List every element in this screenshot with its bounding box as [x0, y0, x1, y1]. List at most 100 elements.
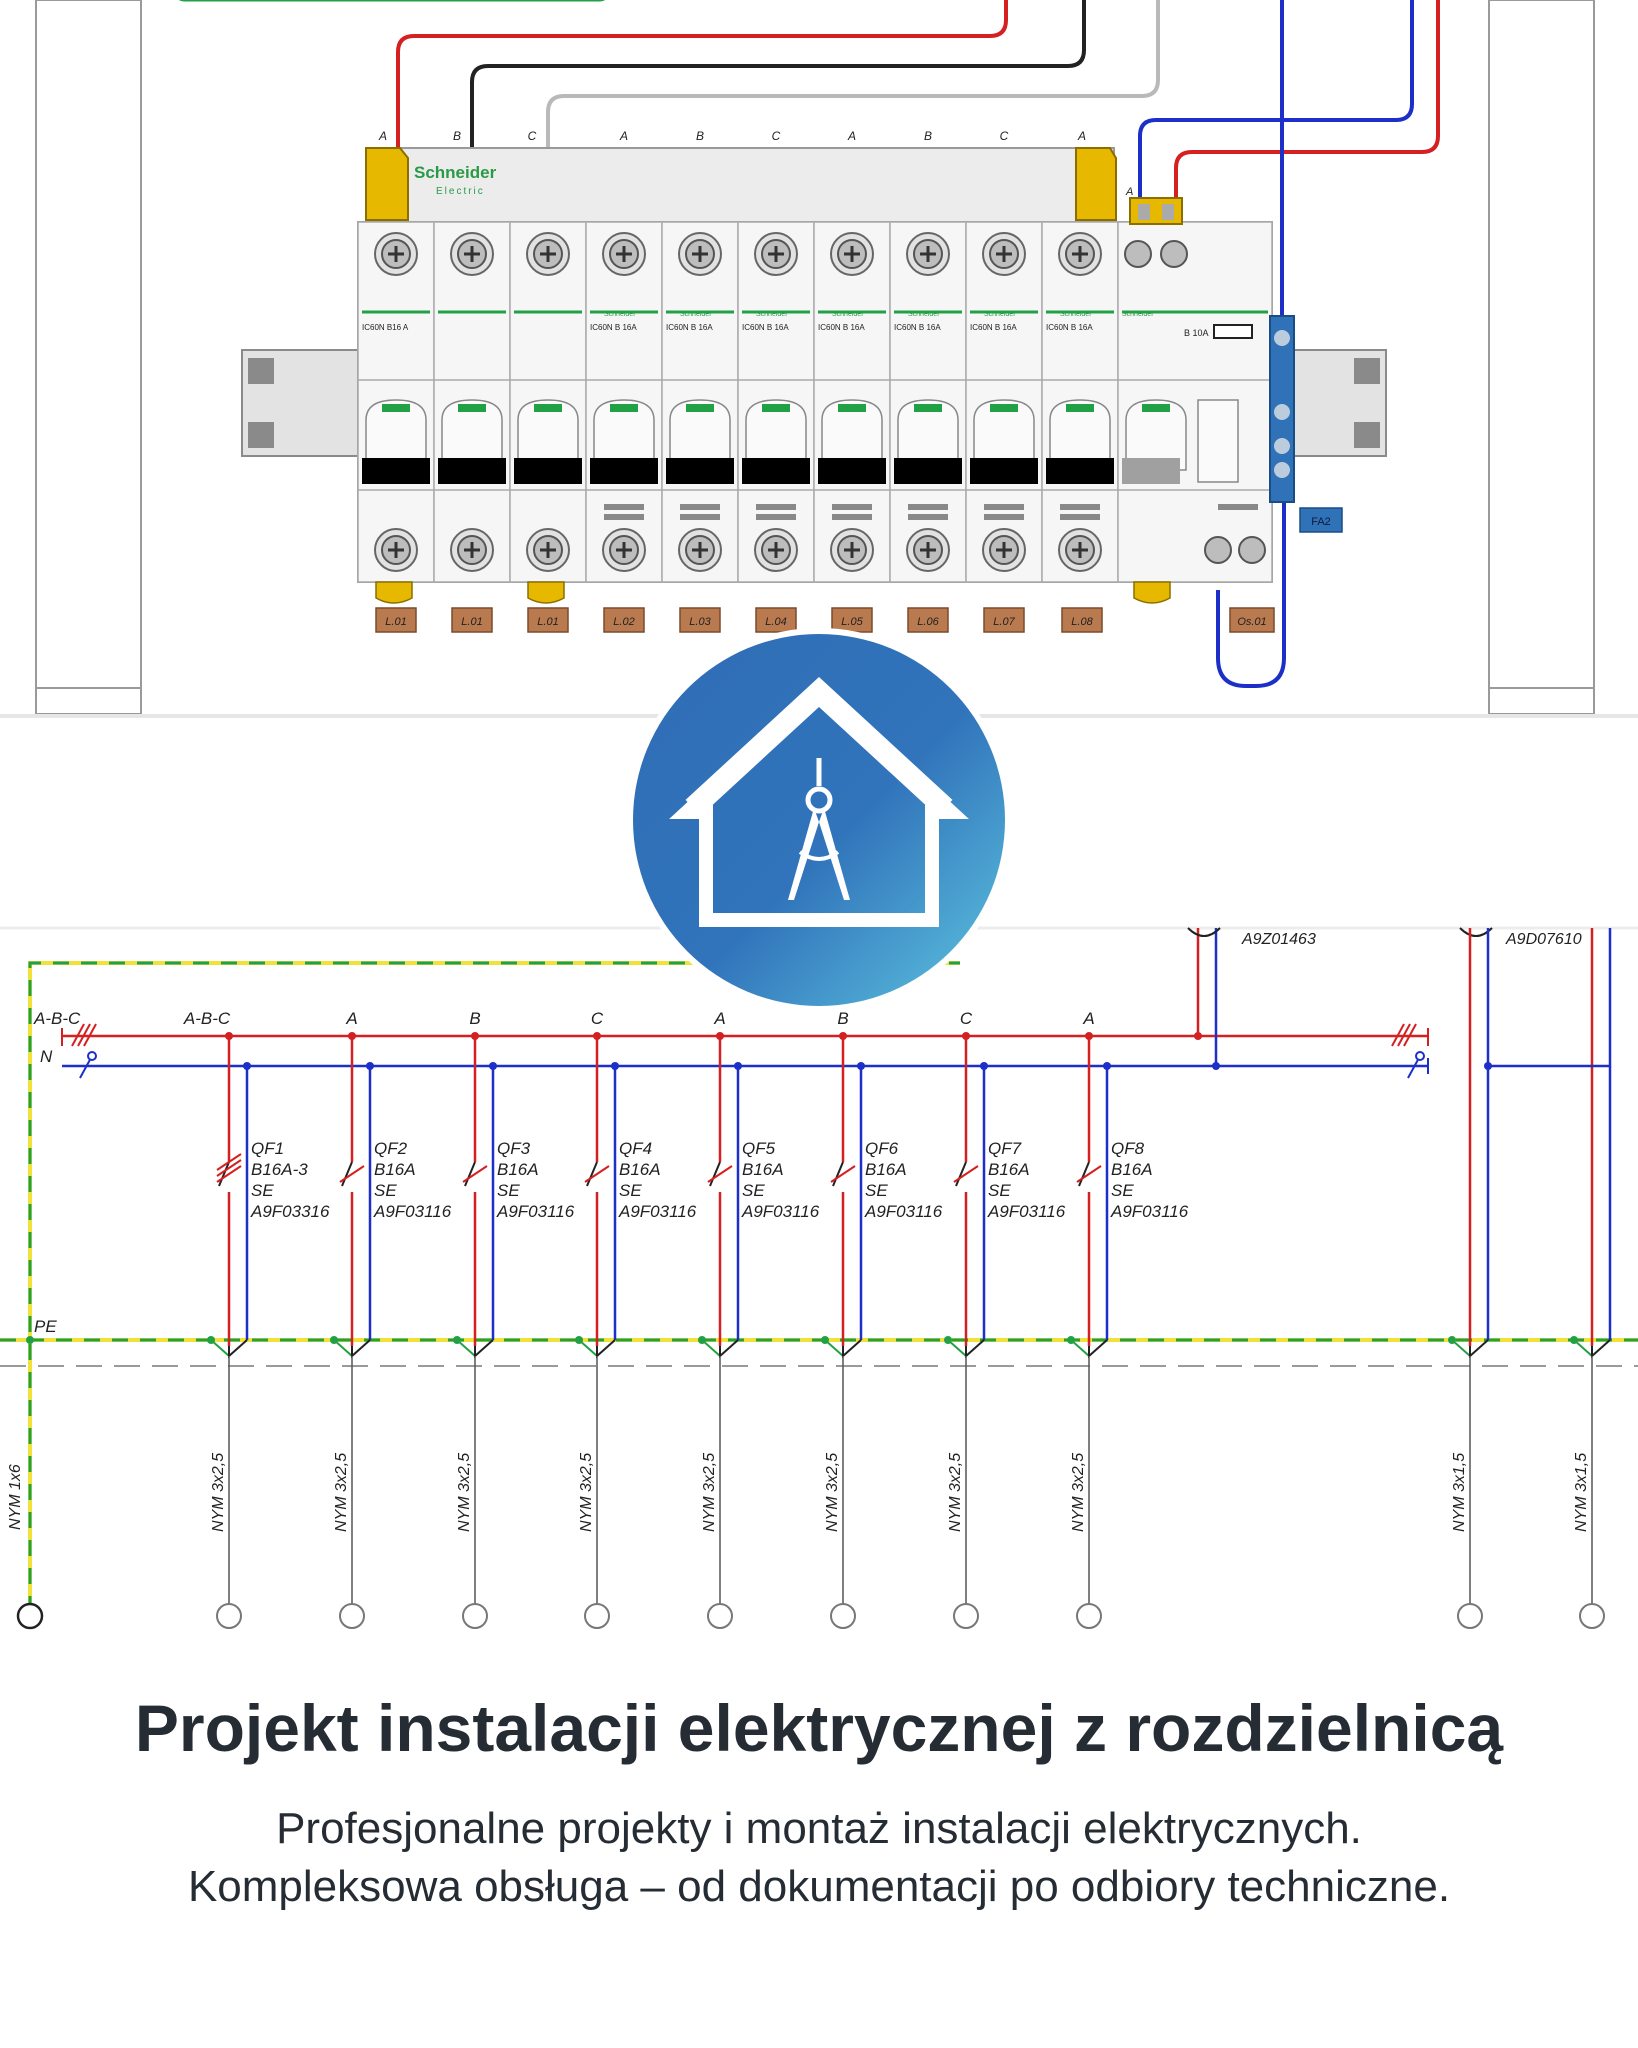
phase-letter-top: C	[772, 129, 781, 143]
svg-text:Schneider: Schneider	[908, 311, 940, 318]
breaker-module	[509, 221, 587, 583]
module-label: IC60N B 16A	[970, 323, 1017, 332]
rcd-tag-box	[1299, 507, 1343, 533]
breaker-spec: A9F03116	[373, 1202, 452, 1221]
phase-letter-right: A	[1125, 186, 1133, 198]
svg-text:L.06: L.06	[917, 616, 939, 628]
brand-logo: Schneider	[414, 163, 497, 182]
pe-label: PE	[34, 1317, 57, 1336]
breaker-cable: NYM 3x2,5	[333, 1453, 350, 1532]
breaker-phase: B	[469, 1009, 480, 1028]
rcd-rating: B 10A	[1184, 328, 1209, 338]
breaker-spec: SE	[497, 1181, 520, 1200]
svg-text:L.01: L.01	[537, 616, 558, 628]
right-part-1: A9Z01463	[1241, 931, 1316, 948]
feeder-terminal	[16, 1602, 44, 1630]
circuit-label: L.03	[679, 607, 721, 633]
breaker-spec: QF1	[251, 1139, 284, 1158]
rcd-test-button	[1213, 324, 1253, 339]
svg-text:Schneider: Schneider	[604, 311, 636, 318]
svg-text:Schneider: Schneider	[1122, 311, 1154, 318]
breaker-spec: B16A	[742, 1160, 784, 1179]
module-label: IC60N B 16A	[590, 323, 637, 332]
breaker-cable: NYM 3x2,5	[947, 1453, 964, 1532]
feeder-cable: NYM 1x6	[7, 1464, 24, 1530]
circuit-label: L.02	[603, 607, 645, 633]
breaker-spec: QF8	[1111, 1139, 1145, 1158]
busbar-clip-right	[1075, 147, 1117, 221]
svg-text:Schneider: Schneider	[680, 311, 712, 318]
svg-text:L.01: L.01	[461, 616, 482, 628]
brand-logo-sub: Electric	[436, 186, 485, 197]
breaker-cable: NYM 3x2,5	[824, 1453, 841, 1532]
breaker-phase: B	[837, 1009, 848, 1028]
right-cable: NYM 3x1,5	[1573, 1453, 1590, 1532]
phase-letter-top: B	[924, 129, 932, 143]
right-cable: NYM 3x1,5	[1451, 1453, 1468, 1532]
phase-letter-top: B	[696, 129, 704, 143]
breaker-spec: A9F03116	[741, 1202, 820, 1221]
breaker-module: IC60N B 16A Schneider	[585, 221, 663, 583]
breaker-spec: SE	[742, 1181, 765, 1200]
svg-text:L.07: L.07	[993, 616, 1015, 628]
svg-text:L.03: L.03	[689, 616, 711, 628]
breaker-module: IC60N B 16A Schneider	[661, 221, 739, 583]
circuit-label: L.08	[1061, 607, 1103, 633]
breaker-spec: A9F03116	[618, 1202, 697, 1221]
wire-neutral-blue	[1138, 0, 1414, 210]
wire-rcd-red	[1174, 0, 1440, 210]
circuit-label: L.05	[831, 607, 873, 633]
svg-text:L.04: L.04	[765, 616, 786, 628]
phase-letter-top: C	[528, 129, 537, 143]
circuit-label: L.01	[375, 607, 417, 633]
wire-phase-grey	[546, 0, 1160, 148]
breaker-spec: A9F03116	[987, 1202, 1066, 1221]
breaker-phase: C	[960, 1009, 973, 1028]
breaker-spec: SE	[1111, 1181, 1134, 1200]
svg-text:Schneider: Schneider	[832, 311, 864, 318]
house-compass-icon	[627, 628, 1011, 1012]
breaker-spec: QF4	[619, 1139, 652, 1158]
breaker-spec: SE	[374, 1181, 397, 1200]
circuit-labels: L.01 L.01 L.01 L.02 L.03 L.04 L.05 L.06 L.07 L.08	[375, 607, 1103, 633]
breaker-phase: A-B-C	[183, 1009, 231, 1028]
breaker-spec: B16A	[619, 1160, 661, 1179]
breaker-module	[433, 221, 511, 583]
module-label: IC60N B 16A	[818, 323, 865, 332]
breaker-spec: QF2	[374, 1139, 408, 1158]
subtitle-line-1: Profesjonalne projekty i montaż instalac…	[276, 1804, 1362, 1853]
breaker-spec: A9F03316	[250, 1202, 330, 1221]
phase-ticks-left	[71, 1023, 1417, 1047]
page-title: Projekt instalacji elektrycznej z rozdzi…	[134, 1691, 1504, 1765]
breaker-spec: B16A	[374, 1160, 416, 1179]
breaker-cable: NYM 3x2,5	[578, 1453, 595, 1532]
rcd-module: Schneider	[1117, 221, 1273, 583]
module-label: IC60N B 16A	[894, 323, 941, 332]
circuit-label: L.04	[755, 607, 797, 633]
heading-area	[0, 1650, 1638, 2048]
breaker-spec: QF3	[497, 1139, 531, 1158]
breaker-cable: NYM 3x2,5	[210, 1453, 227, 1532]
wire-neutral-loop	[1216, 480, 1286, 688]
breaker-spec: A9F03116	[864, 1202, 943, 1221]
breaker-spec: SE	[619, 1181, 642, 1200]
breaker-module: IC60N B16 A	[357, 221, 435, 583]
right-circuits: NYM 3x1,5 NYM 3x1,5	[1448, 928, 1612, 1629]
breaker-spec: B16A	[1111, 1160, 1153, 1179]
module-label: IC60N B 16A	[666, 323, 713, 332]
bus-label-phase: A-B-C	[33, 1009, 81, 1028]
svg-text:L.01: L.01	[385, 616, 406, 628]
module-label: IC60N B 16A	[742, 323, 789, 332]
breaker-phase: A	[1082, 1009, 1094, 1028]
